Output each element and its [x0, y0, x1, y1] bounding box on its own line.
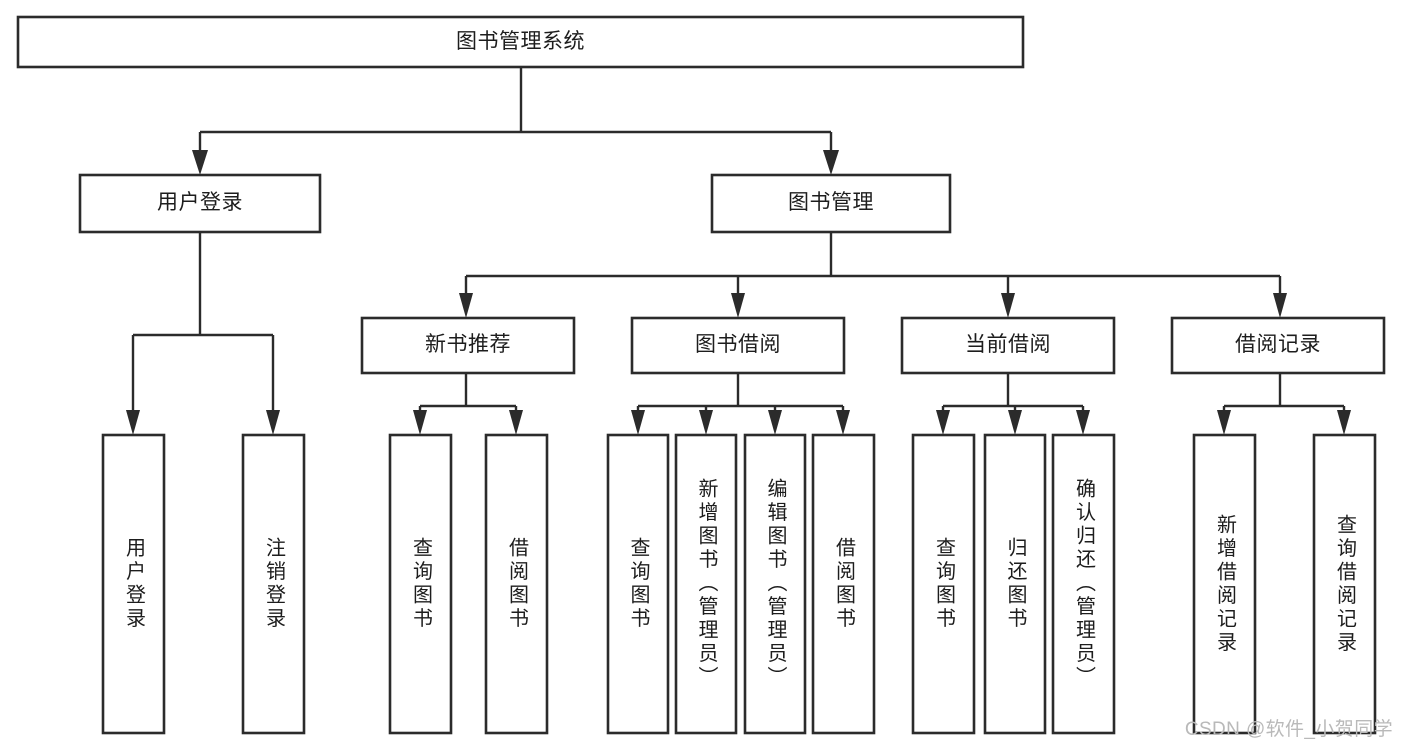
node-box-book-borrow[interactable]	[630, 316, 846, 375]
watermark-text: CSDN @软件_小贺同学	[1184, 719, 1393, 740]
leaf-box-book-borrow-4[interactable]	[811, 433, 876, 735]
leaf-box-book-borrow-1[interactable]	[606, 433, 670, 735]
leaf-box-borrow-record-2[interactable]	[1312, 433, 1377, 735]
leaf-box-user-login-1[interactable]	[101, 433, 166, 735]
arrow-current-borrow-leaf-2	[1008, 410, 1022, 435]
node-box-user-login[interactable]	[78, 173, 322, 234]
arrow-root-to-book-management	[823, 150, 839, 175]
arrow-level3-new-book-rec	[459, 293, 473, 318]
arrow-user-login-leaf-1	[126, 410, 140, 435]
arrow-new-book-leaf-2	[509, 410, 523, 435]
arrow-book-borrow-leaf-1	[631, 410, 645, 435]
arrow-new-book-leaf-1	[413, 410, 427, 435]
leaf-box-new-book-1[interactable]	[388, 433, 453, 735]
node-box-book-management[interactable]	[710, 173, 952, 234]
arrow-current-borrow-leaf-3	[1076, 410, 1090, 435]
arrow-current-borrow-leaf-1	[936, 410, 950, 435]
arrow-user-login-leaf-2	[266, 410, 280, 435]
arrow-borrow-record-leaf-2	[1337, 410, 1351, 435]
arrow-level3-current-borrow	[1001, 293, 1015, 318]
arrow-book-borrow-leaf-4	[836, 410, 850, 435]
leaf-box-book-borrow-2[interactable]	[674, 433, 738, 735]
arrow-borrow-record-leaf-1	[1217, 410, 1231, 435]
arrow-root-to-user-login	[192, 150, 208, 175]
leaf-box-borrow-record-1[interactable]	[1192, 433, 1257, 735]
node-box-root[interactable]	[16, 15, 1025, 69]
node-box-new-book-rec[interactable]	[360, 316, 576, 375]
arrow-level3-book-borrow	[731, 293, 745, 318]
node-box-borrow-record[interactable]	[1170, 316, 1386, 375]
arrow-book-borrow-leaf-3	[768, 410, 782, 435]
leaf-box-current-borrow-3[interactable]	[1051, 433, 1116, 735]
leaf-box-book-borrow-3[interactable]	[743, 433, 807, 735]
arrow-level3-borrow-record	[1273, 293, 1287, 318]
arrow-book-borrow-leaf-2	[699, 410, 713, 435]
leaf-box-current-borrow-2[interactable]	[983, 433, 1047, 735]
leaf-box-user-login-2[interactable]	[241, 433, 306, 735]
leaf-box-current-borrow-1[interactable]	[911, 433, 976, 735]
leaf-box-new-book-2[interactable]	[484, 433, 549, 735]
node-box-current-borrow[interactable]	[900, 316, 1116, 375]
